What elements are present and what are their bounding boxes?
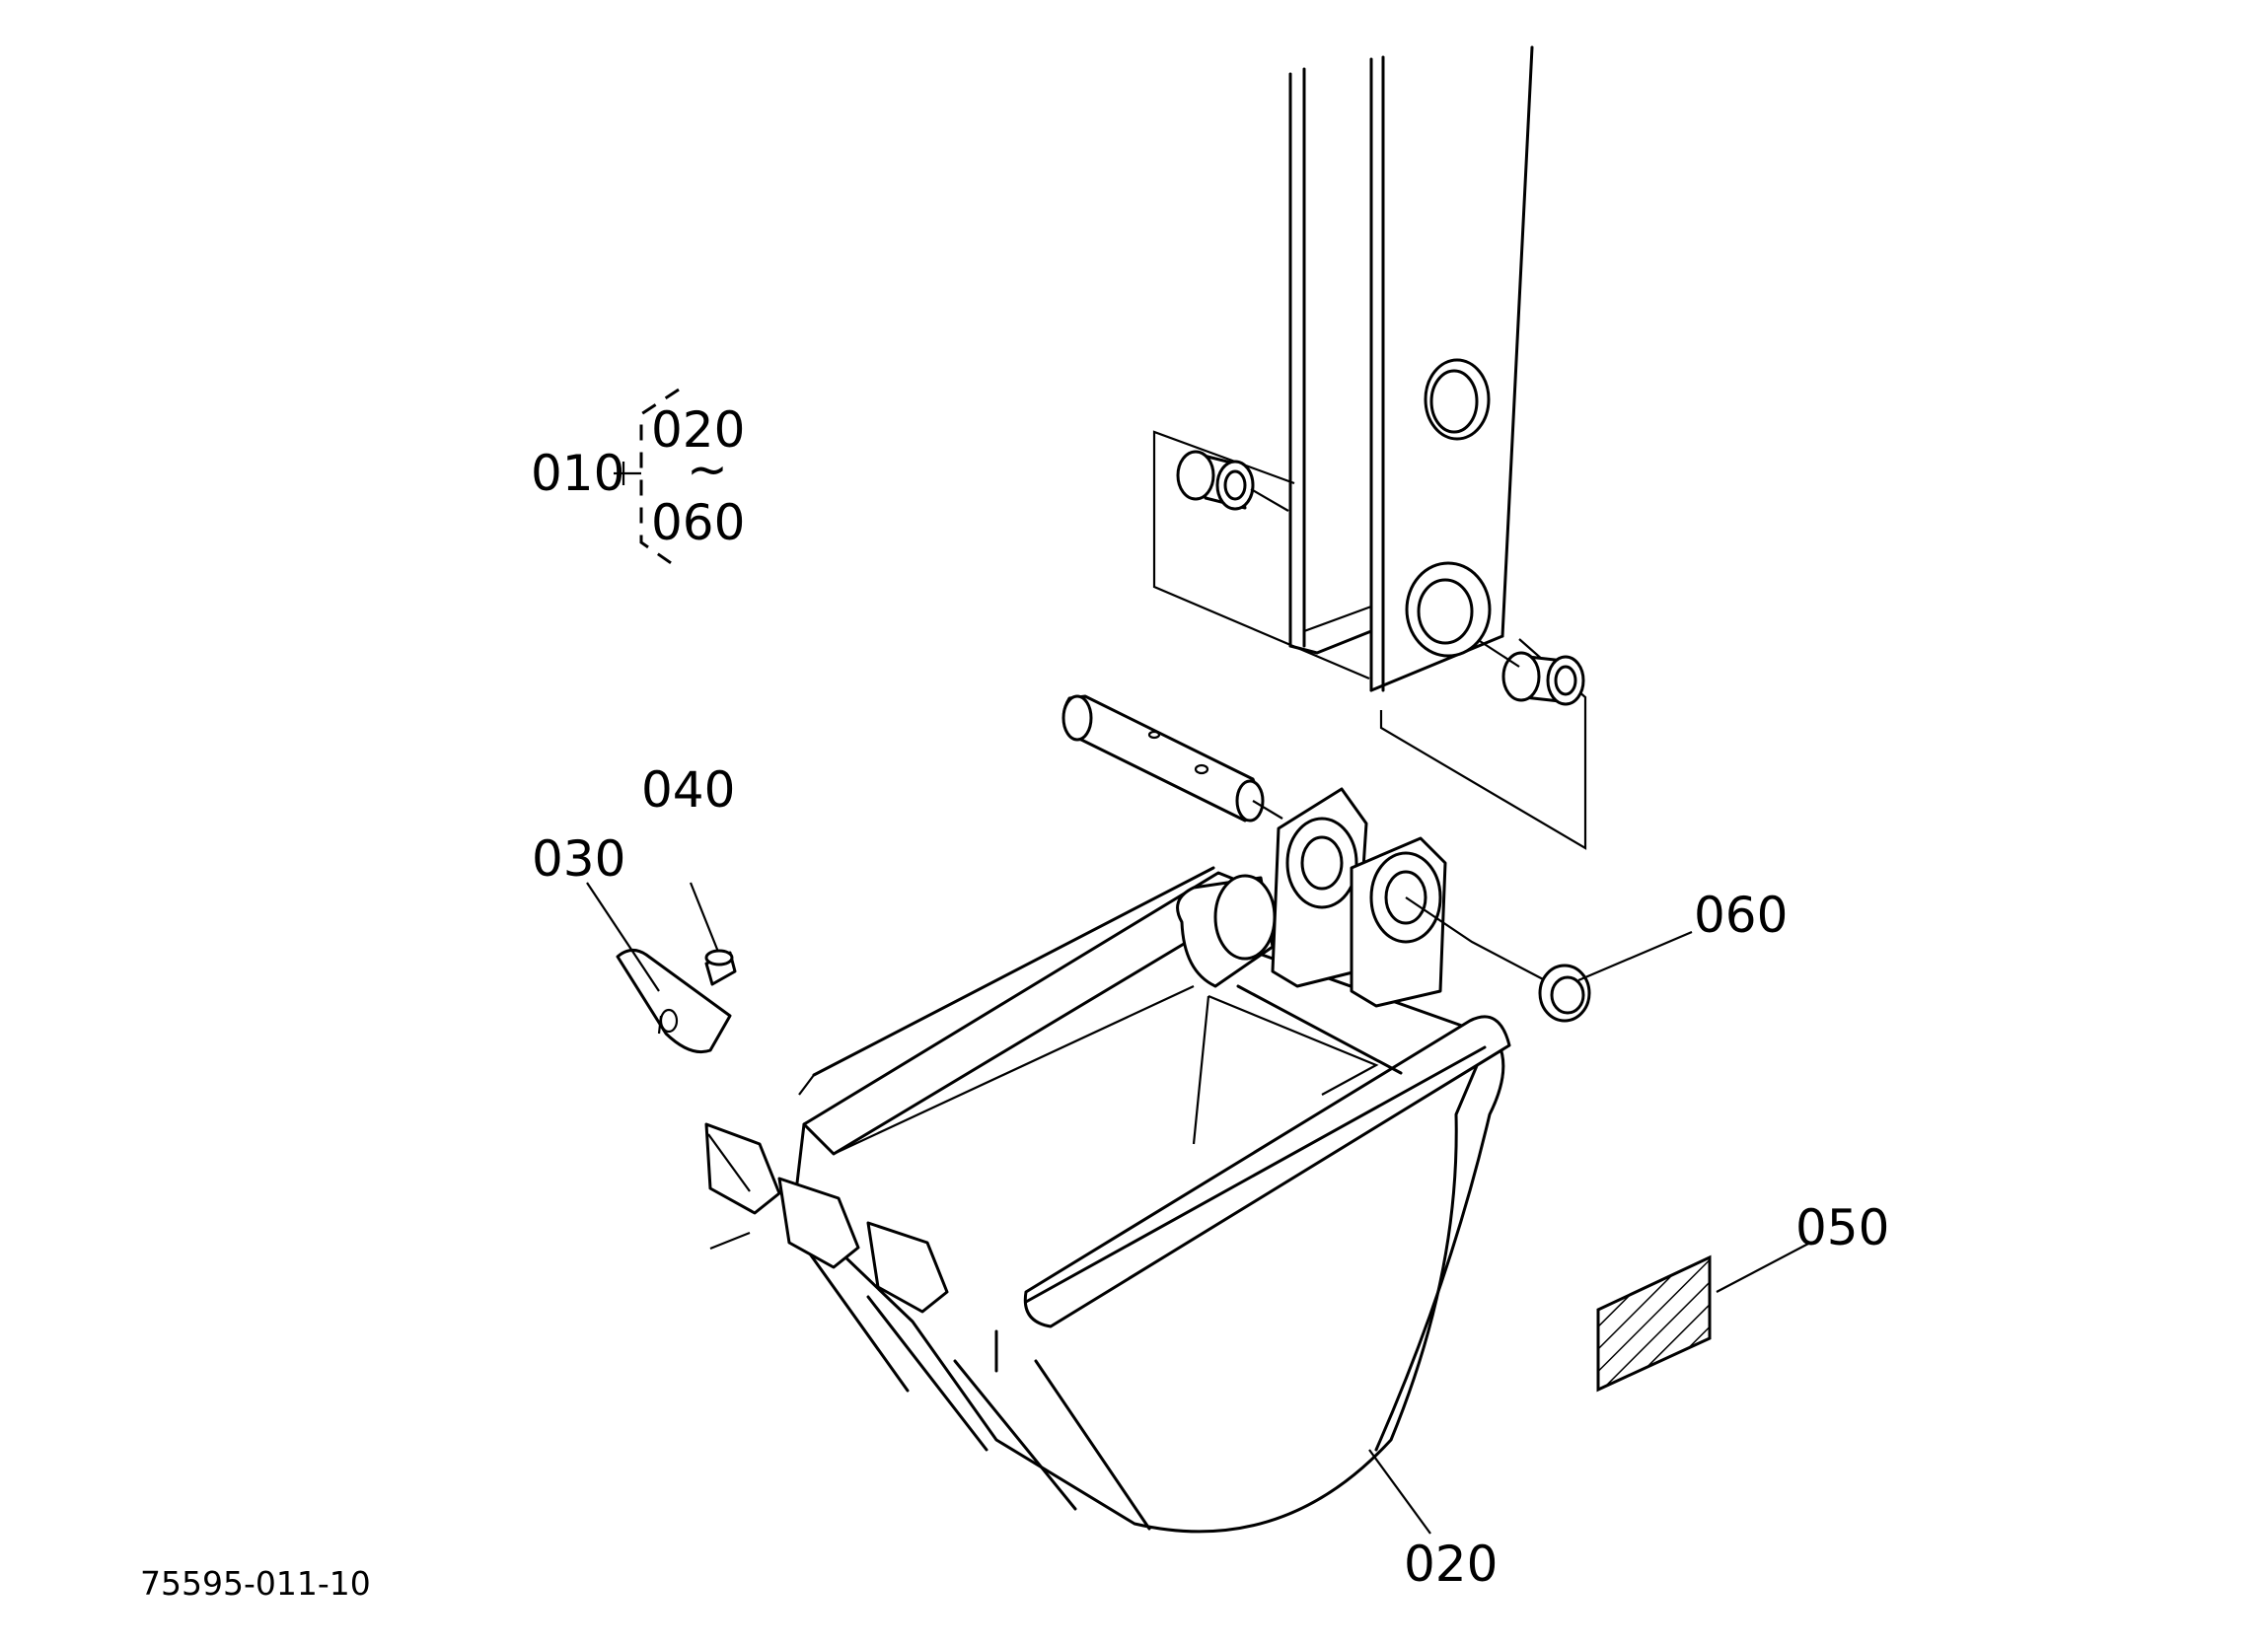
callout-020: 020	[1404, 1536, 1498, 1593]
tooth-pin	[704, 949, 737, 986]
callout-060: 060	[1694, 887, 1788, 944]
decal	[1596, 1254, 1712, 1393]
callout-030: 030	[532, 830, 625, 888]
assembly-range-end: 060	[651, 494, 745, 551]
bucket	[704, 787, 1548, 1534]
callout-040: 040	[641, 761, 735, 819]
bushing-060	[1538, 964, 1591, 1023]
bucket-pin	[1061, 694, 1283, 823]
arm-bushing-lower	[1405, 561, 1492, 658]
assembly-bracket	[614, 388, 680, 569]
arm-bushing-upper	[1424, 358, 1491, 441]
leader-lines	[586, 882, 1811, 1535]
assembly-label: 010	[531, 445, 624, 502]
bucket-tooth	[616, 949, 732, 1054]
bushing-right	[1479, 640, 1585, 706]
assembly-range-symbol: ~	[687, 441, 728, 498]
bushing-left	[1176, 450, 1289, 512]
callout-050: 050	[1795, 1199, 1889, 1256]
assembly-range-start: 020	[651, 401, 745, 459]
drawing-code: 75595-011-10	[140, 1564, 371, 1603]
